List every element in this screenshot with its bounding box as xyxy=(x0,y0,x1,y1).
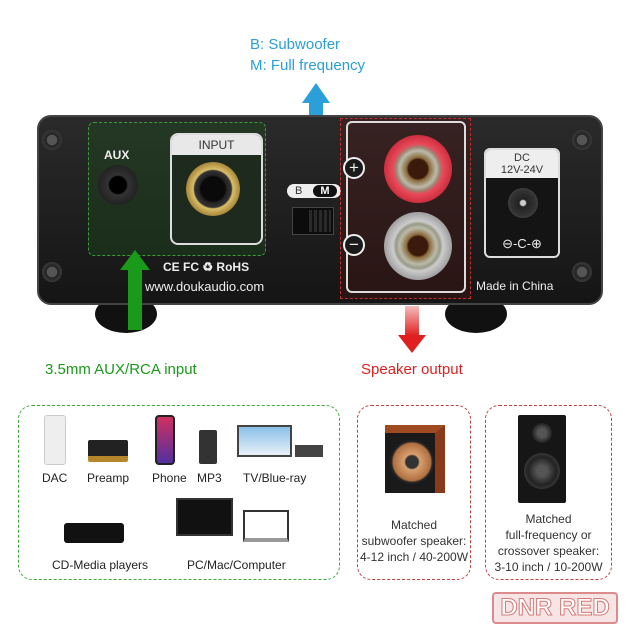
source-label: Phone xyxy=(152,471,187,485)
caption-line: 3-10 inch / 10-200W xyxy=(494,560,603,574)
aux-jack[interactable] xyxy=(98,165,138,205)
input-label: INPUT xyxy=(172,135,261,155)
subwoofer-box xyxy=(357,405,471,580)
dc-voltage: 12V-24V xyxy=(500,164,544,176)
subwoofer-caption: Matched subwoofer speaker: 4-12 inch / 4… xyxy=(357,517,471,565)
caption-line: full-frequency or xyxy=(505,528,592,542)
dac-icon xyxy=(44,415,66,465)
switch-m-label: M xyxy=(313,185,337,197)
minus-symbol: − xyxy=(343,234,365,256)
router-icon xyxy=(295,445,323,457)
source-label: PC/Mac/Computer xyxy=(187,558,286,572)
cd-player-icon xyxy=(64,523,124,543)
watermark-logo: DNR RED xyxy=(492,592,618,624)
caption-line: Matched xyxy=(525,512,572,526)
red-arrow-icon xyxy=(398,335,426,353)
red-binding-post[interactable] xyxy=(384,135,452,203)
source-label: Preamp xyxy=(87,471,130,485)
blue-arrow-icon xyxy=(302,83,330,103)
dc-panel: DC 12V-24V ⊖-C-⊕ xyxy=(484,148,560,258)
output-caption: Speaker output xyxy=(361,361,463,378)
caption-line: subwoofer speaker: xyxy=(361,534,467,548)
red-arrow-shaft xyxy=(405,306,419,336)
dc-power-jack[interactable] xyxy=(508,188,538,218)
preamp-icon xyxy=(88,440,128,462)
bookshelf-box xyxy=(485,405,612,580)
made-in-china: Made in China xyxy=(476,279,554,293)
caption-line: Matched xyxy=(390,518,438,532)
phone-icon xyxy=(155,415,175,465)
green-arrow-icon xyxy=(120,250,150,270)
source-label: MP3 xyxy=(197,471,222,485)
input-caption: 3.5mm AUX/RCA input xyxy=(45,361,197,378)
rca-input-jack[interactable] xyxy=(186,162,240,216)
sources-box xyxy=(18,405,340,580)
source-label: CD-Media players xyxy=(52,558,149,572)
rca-input-panel: INPUT xyxy=(170,133,263,245)
terminal-panel xyxy=(346,121,466,293)
woofer-cone xyxy=(390,440,434,484)
switch-labels: B M xyxy=(287,184,341,198)
aux-label: AUX xyxy=(104,148,130,162)
laptop-icon xyxy=(243,510,289,542)
dc-label: DC xyxy=(514,152,530,164)
switch-b-label: B xyxy=(295,185,303,197)
dc-polarity: ⊖-C-⊕ xyxy=(502,236,542,251)
caption-line: 4-12 inch / 40-200W xyxy=(359,550,469,564)
tv-icon xyxy=(237,425,292,457)
screw-icon xyxy=(572,130,592,150)
screw-icon xyxy=(42,262,62,282)
source-label: TV/Blue-ray xyxy=(243,471,307,485)
caption-line: crossover speaker: xyxy=(497,544,600,558)
screw-icon xyxy=(42,130,62,150)
legend-subwoofer: B: Subwoofer xyxy=(250,36,341,53)
computer-icon xyxy=(176,498,233,536)
mp3-icon xyxy=(199,430,217,464)
certifications: CE FC ♻ RoHS xyxy=(163,260,250,274)
mode-switch[interactable] xyxy=(292,207,334,235)
bookshelf-caption: Matched full-frequency or crossover spea… xyxy=(485,511,612,575)
plus-symbol: + xyxy=(343,157,365,179)
green-arrow-shaft xyxy=(128,268,142,330)
bookshelf-speaker-icon xyxy=(518,415,566,503)
screw-icon xyxy=(572,262,592,282)
website: www.doukaudio.com xyxy=(145,279,265,294)
black-binding-post[interactable] xyxy=(384,212,452,280)
source-label: DAC xyxy=(42,471,68,485)
legend-full-frequency: M: Full frequency xyxy=(250,57,366,74)
